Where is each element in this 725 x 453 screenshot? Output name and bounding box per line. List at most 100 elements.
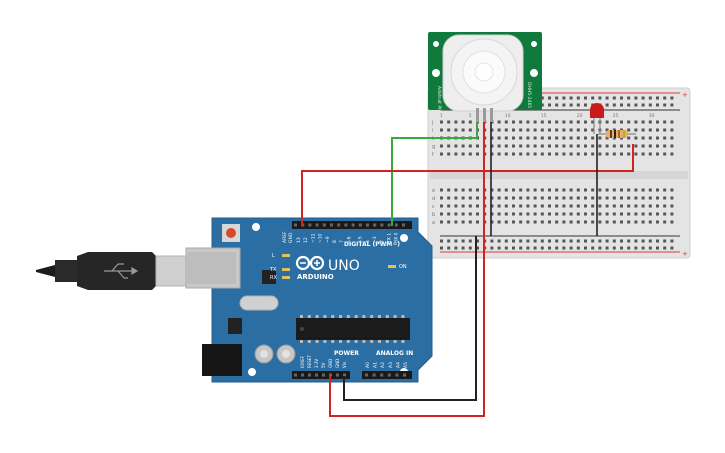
strip-hole bbox=[648, 220, 652, 224]
chip-pin bbox=[307, 315, 311, 318]
column-label: 1 bbox=[440, 113, 443, 119]
pir-sensor[interactable]: Adafruit PIR DHH5-2465 bbox=[428, 32, 542, 122]
strip-hole bbox=[461, 212, 465, 216]
strip-hole bbox=[605, 188, 609, 192]
strip-hole bbox=[663, 188, 667, 192]
arduino-brand: ARDUINO bbox=[297, 273, 334, 281]
strip-hole bbox=[526, 204, 530, 208]
rail-hole bbox=[562, 103, 566, 107]
strip-hole bbox=[584, 128, 587, 132]
strip-hole bbox=[447, 212, 451, 216]
wire-red-led-signal[interactable] bbox=[301, 144, 634, 226]
voltage-regulator bbox=[228, 318, 242, 334]
resistor[interactable] bbox=[598, 130, 636, 138]
column-label: 10 bbox=[505, 113, 511, 119]
chip-pin bbox=[393, 340, 397, 343]
arduino-model: UNO bbox=[328, 258, 360, 274]
strip-hole bbox=[648, 136, 652, 140]
chip-pin bbox=[315, 340, 319, 343]
chip-pin bbox=[346, 340, 350, 343]
rail-hole bbox=[569, 103, 573, 107]
wire-red-5v[interactable] bbox=[329, 122, 485, 417]
strip-hole bbox=[533, 196, 537, 200]
rail-hole bbox=[634, 103, 638, 107]
rail-hole bbox=[605, 246, 609, 250]
header-socket bbox=[315, 373, 318, 377]
strip-hole bbox=[648, 128, 652, 132]
row-label: b bbox=[432, 212, 435, 218]
rail-hole bbox=[670, 96, 674, 100]
wire-green-signal[interactable] bbox=[391, 122, 478, 226]
analog-pin-label: A1 bbox=[373, 362, 379, 368]
strip-hole bbox=[548, 128, 551, 132]
usb-cable bbox=[36, 252, 187, 290]
rail-hole bbox=[461, 246, 465, 250]
strip-hole bbox=[548, 144, 551, 148]
rail-hole bbox=[461, 239, 465, 243]
usb-icon bbox=[104, 263, 139, 279]
strip-hole bbox=[440, 188, 443, 192]
red-led[interactable] bbox=[590, 103, 604, 134]
rail-hole bbox=[548, 103, 551, 107]
strip-hole bbox=[562, 220, 566, 224]
strip-hole bbox=[526, 220, 530, 224]
digital-pin-label: TX 1 bbox=[386, 233, 392, 244]
digital-pin-label: 7 bbox=[339, 240, 345, 243]
strip-hole bbox=[526, 120, 530, 124]
power-pin-label: Vin bbox=[342, 361, 347, 368]
strip-hole bbox=[569, 220, 573, 224]
wire-black-gnd[interactable] bbox=[343, 236, 477, 401]
rail-hole bbox=[576, 96, 580, 100]
strip-hole bbox=[468, 144, 472, 148]
mount-hole bbox=[248, 368, 256, 376]
strip-hole bbox=[627, 196, 631, 200]
strip-hole bbox=[490, 188, 494, 192]
chip-pin bbox=[331, 340, 335, 343]
header-socket bbox=[294, 223, 297, 227]
rail-hole bbox=[648, 239, 652, 243]
column-label: 30 bbox=[649, 113, 655, 119]
led-rx-indicator bbox=[282, 276, 290, 279]
strip-hole bbox=[468, 128, 472, 132]
strip-hole bbox=[512, 188, 515, 192]
strip-hole bbox=[504, 220, 508, 224]
row-label: f bbox=[432, 152, 434, 158]
header-socket bbox=[365, 373, 368, 377]
pir-dome-center bbox=[474, 62, 494, 82]
bottom-rail-holes bbox=[440, 239, 674, 250]
strip-hole bbox=[454, 212, 458, 216]
strip-hole bbox=[641, 120, 645, 124]
strip-hole bbox=[555, 220, 559, 224]
strip-hole bbox=[569, 212, 573, 216]
strip-hole bbox=[663, 204, 667, 208]
strip-hole bbox=[670, 220, 674, 224]
strip-hole bbox=[656, 196, 659, 200]
led-rx-label: RX bbox=[270, 275, 277, 281]
strip-hole bbox=[504, 128, 508, 132]
strip-hole bbox=[627, 188, 631, 192]
strip-hole bbox=[584, 204, 587, 208]
rail-hole bbox=[584, 246, 587, 250]
strip-hole bbox=[584, 212, 587, 216]
reset-button[interactable] bbox=[226, 228, 236, 238]
strip-hole bbox=[663, 220, 667, 224]
strip-hole bbox=[447, 144, 451, 148]
strip-hole bbox=[548, 136, 551, 140]
led-body bbox=[590, 103, 604, 118]
strip-hole bbox=[569, 136, 573, 140]
pir-mount-hole bbox=[433, 41, 439, 47]
strip-hole bbox=[656, 144, 659, 148]
strip-hole bbox=[656, 120, 659, 124]
rail-hole bbox=[533, 246, 537, 250]
rail-hole bbox=[440, 246, 443, 250]
pir-label-left: Adafruit PIR bbox=[436, 86, 442, 113]
strip-hole bbox=[627, 220, 631, 224]
rail-hole bbox=[569, 246, 573, 250]
rail-hole bbox=[612, 246, 616, 250]
strip-hole bbox=[555, 188, 559, 192]
strip-hole bbox=[447, 128, 451, 132]
strip-hole bbox=[562, 204, 566, 208]
header-socket bbox=[337, 223, 341, 227]
